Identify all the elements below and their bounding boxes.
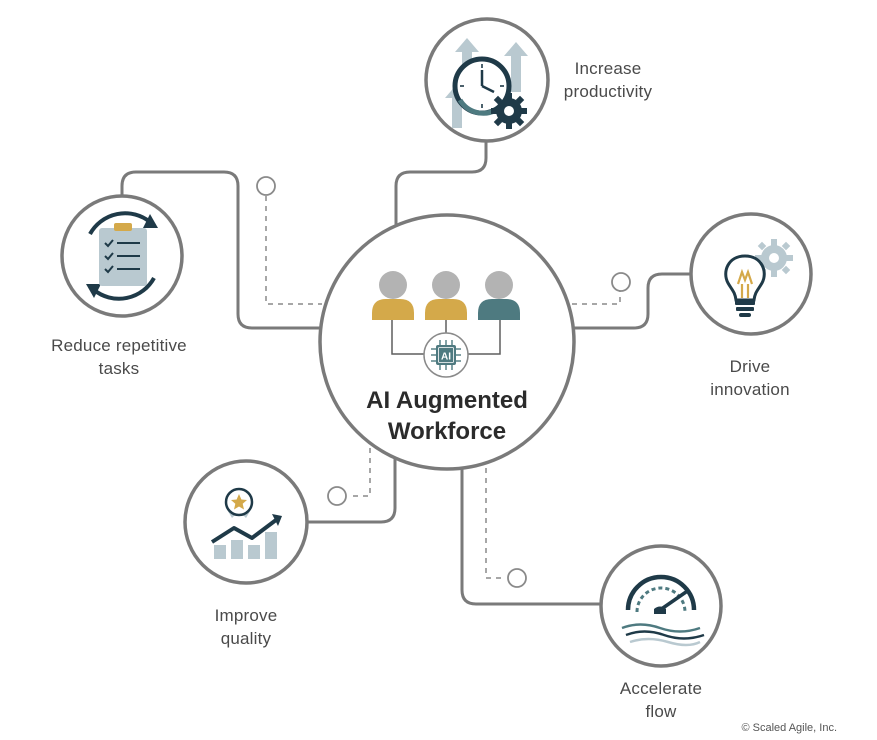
label-line2: innovation <box>710 380 790 399</box>
label-line2: productivity <box>563 82 653 101</box>
speedometer-icon <box>621 574 705 647</box>
node-reduce-repetitive-tasks <box>60 194 184 318</box>
label-line1: Accelerate <box>619 679 703 698</box>
growth-chart-award-icon <box>210 487 282 559</box>
label-line1: Drive <box>729 357 771 376</box>
person-icon-right <box>478 271 520 320</box>
person-icon-left <box>372 271 414 320</box>
copyright-notice: © Scaled Agile, Inc. <box>741 722 837 734</box>
node-accelerate-flow <box>599 544 723 668</box>
ai-chip-icon: AI <box>423 332 469 378</box>
node-increase-productivity <box>424 17 550 143</box>
label-line1: Increase <box>574 59 642 78</box>
dashed-quality <box>348 448 371 497</box>
anchor-circles <box>256 176 631 588</box>
anchor-dot-quality <box>327 486 347 506</box>
connector-lines <box>120 141 692 606</box>
dashed-connectors <box>265 196 621 579</box>
connector-productivity <box>394 141 488 228</box>
label-increase-productivity: Increase productivity <box>523 57 693 103</box>
connector-quality <box>306 448 397 524</box>
person-icon-middle <box>425 271 467 320</box>
connector-reduce-tasks <box>120 170 324 330</box>
connector-flow <box>460 468 602 606</box>
label-reduce-repetitive-tasks: Reduce repetitive tasks <box>34 334 204 380</box>
center-title-line2: Workforce <box>387 418 507 445</box>
label-improve-quality: Improve quality <box>161 604 331 650</box>
center-title: AI Augmented Workforce <box>320 385 574 447</box>
clock-gear-arrows-icon <box>445 38 528 129</box>
team-links <box>391 318 501 355</box>
connector-innovation <box>572 272 692 330</box>
anchor-dot-innovation <box>611 272 631 292</box>
center-title-line1: AI Augmented <box>366 387 528 414</box>
anchor-dot-flow <box>507 568 527 588</box>
label-line2: flow <box>645 702 677 721</box>
center-hub: AI <box>318 213 576 471</box>
node-improve-quality <box>183 459 309 585</box>
dashed-innovation <box>572 291 621 305</box>
label-line2: quality <box>220 629 272 648</box>
label-line2: tasks <box>98 359 140 378</box>
dashed-reduce-tasks <box>265 196 322 305</box>
label-line1: Reduce repetitive <box>51 336 187 355</box>
node-drive-innovation <box>689 212 813 336</box>
label-line1: Improve <box>214 606 278 625</box>
ai-chip-label: AI <box>441 352 451 363</box>
dashed-flow <box>485 468 506 579</box>
anchor-dot-reduce-tasks <box>256 176 276 196</box>
label-accelerate-flow: Accelerate flow <box>576 677 746 723</box>
label-drive-innovation: Drive innovation <box>665 355 835 401</box>
clipboard-cycle-icon <box>86 211 158 301</box>
